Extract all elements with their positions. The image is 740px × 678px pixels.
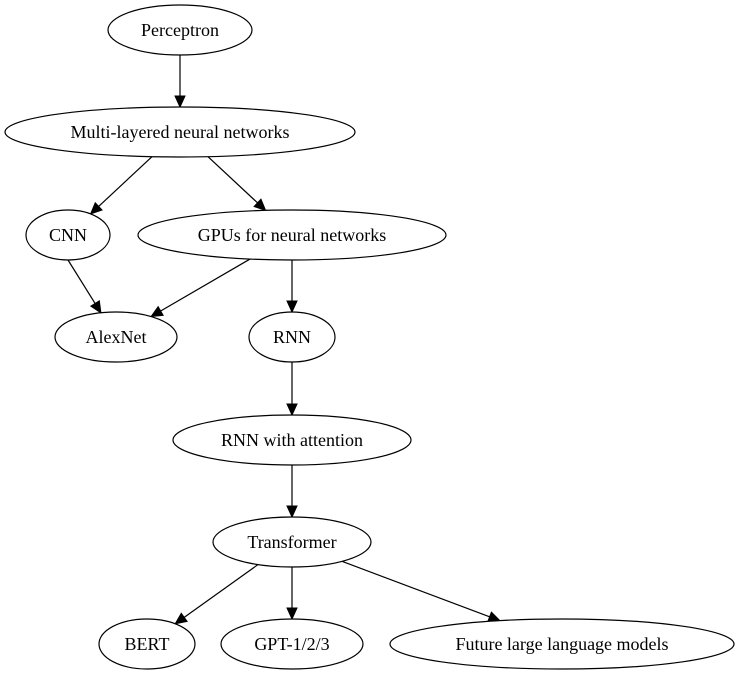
edge-arrowhead-mlnn-to-cnn — [89, 201, 103, 215]
node-rnn: RNN — [248, 311, 336, 363]
node-rnn-shape — [248, 311, 336, 363]
node-rnn-with-attention: RNN with attention — [172, 414, 412, 466]
node-cnn-shape — [25, 209, 111, 261]
node-bert-label: BERT — [125, 634, 170, 654]
edge-arrowhead-rnn_attention-to-transformer — [286, 505, 298, 519]
node-gpus-for-neural-networks: GPUs for neural networks — [137, 209, 447, 261]
node-alexnet-label: AlexNet — [86, 327, 147, 347]
edge-arrowhead-perceptron-to-mlnn — [174, 95, 186, 109]
edge-transformer-to-future_llm — [341, 560, 490, 618]
edges-group — [67, 55, 502, 625]
edge-gpus-to-alexnet — [160, 258, 251, 312]
node-transformer: Transformer — [212, 516, 372, 568]
node-cnn-label: CNN — [49, 225, 87, 245]
edge-mlnn-to-gpus — [207, 156, 258, 204]
edge-mlnn-to-cnn — [98, 156, 153, 207]
node-rnn-with-attention-shape — [172, 414, 412, 466]
node-gpt: GPT-1/2/3 — [220, 618, 364, 670]
edge-arrowhead-gpus-to-alexnet — [150, 305, 164, 318]
node-future-large-language-models-label: Future large language models — [455, 634, 668, 654]
node-alexnet-shape — [54, 311, 178, 363]
edge-arrowhead-rnn-to-rnn_attention — [286, 403, 298, 417]
node-alexnet: AlexNet — [54, 311, 178, 363]
node-bert-shape — [98, 618, 196, 670]
node-gpus-for-neural-networks-label: GPUs for neural networks — [198, 225, 386, 245]
node-perceptron-label: Perceptron — [141, 20, 219, 40]
node-gpt-label: GPT-1/2/3 — [254, 634, 329, 654]
node-rnn-label: RNN — [273, 327, 311, 347]
node-future-large-language-models-shape — [389, 618, 735, 670]
node-gpus-for-neural-networks-shape — [137, 209, 447, 261]
edge-arrowhead-mlnn-to-gpus — [253, 198, 267, 212]
edge-cnn-to-alexnet — [67, 259, 96, 304]
node-future-large-language-models: Future large language models — [389, 618, 735, 670]
node-multi-layered-neural-networks-label: Multi-layered neural networks — [71, 122, 290, 142]
node-multi-layered-neural-networks: Multi-layered neural networks — [4, 106, 356, 158]
node-multi-layered-neural-networks-shape — [4, 106, 356, 158]
node-bert: BERT — [98, 618, 196, 670]
edge-arrowhead-transformer-to-bert — [174, 612, 188, 625]
edge-arrowhead-gpus-to-rnn — [286, 300, 298, 314]
edge-arrowhead-transformer-to-future_llm — [487, 611, 502, 623]
node-perceptron: Perceptron — [107, 4, 253, 56]
node-transformer-shape — [212, 516, 372, 568]
node-cnn: CNN — [25, 209, 111, 261]
edge-arrowhead-cnn-to-alexnet — [89, 299, 102, 314]
node-perceptron-shape — [107, 4, 253, 56]
edge-transformer-to-bert — [183, 564, 259, 618]
node-rnn-with-attention-label: RNN with attention — [221, 430, 363, 450]
edge-arrowhead-transformer-to-gpt — [286, 607, 298, 621]
node-gpt-shape — [220, 618, 364, 670]
node-transformer-label: Transformer — [247, 532, 336, 552]
